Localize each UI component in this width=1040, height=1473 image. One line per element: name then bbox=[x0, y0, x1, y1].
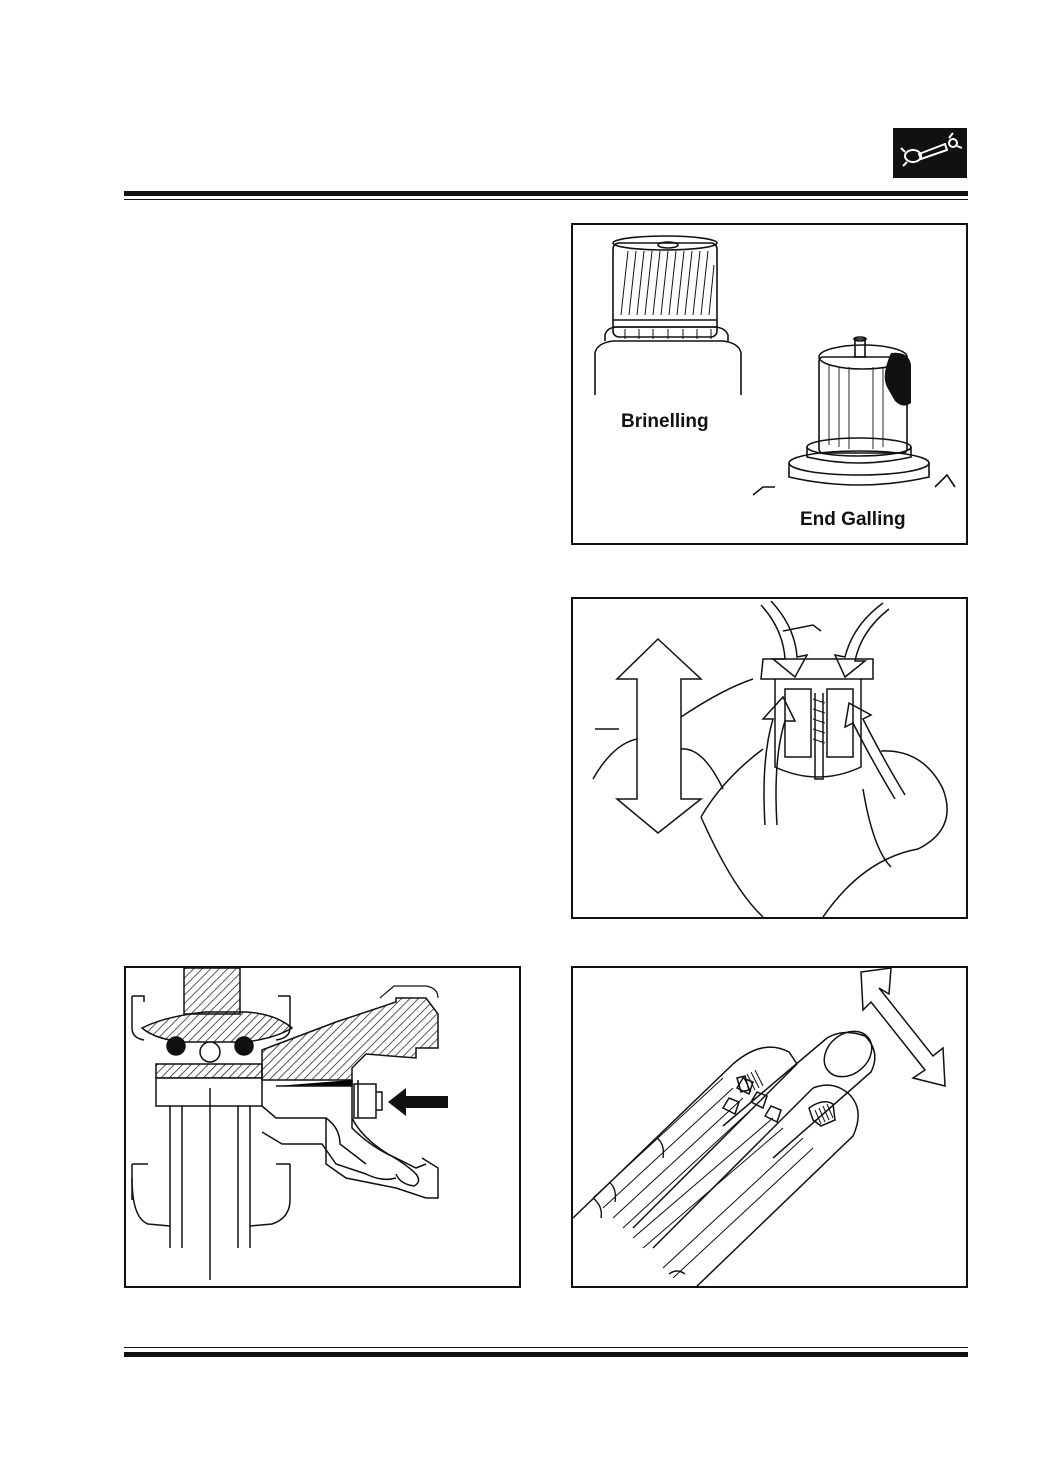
header-rule-thick bbox=[124, 191, 968, 196]
brinelling-label: Brinelling bbox=[621, 411, 709, 432]
end-galling-label: End Galling bbox=[800, 509, 906, 530]
lubrication-flow-illustration bbox=[592, 600, 948, 917]
splined-shaft-illustration bbox=[573, 968, 946, 1286]
header-rule-thin bbox=[124, 199, 968, 200]
bearing-wear-illustration bbox=[594, 235, 956, 496]
lubrication-flow-figure bbox=[571, 597, 968, 919]
footer-rule-thick bbox=[124, 1352, 968, 1357]
propeller-shaft-icon bbox=[893, 128, 967, 178]
flange-section-figure bbox=[124, 966, 521, 1288]
splined-shaft-figure bbox=[571, 966, 968, 1288]
bearing-wear-figure: Brinelling End Galling bbox=[571, 223, 968, 545]
footer-rule-thin bbox=[124, 1347, 968, 1348]
flange-section-illustration bbox=[131, 968, 448, 1280]
